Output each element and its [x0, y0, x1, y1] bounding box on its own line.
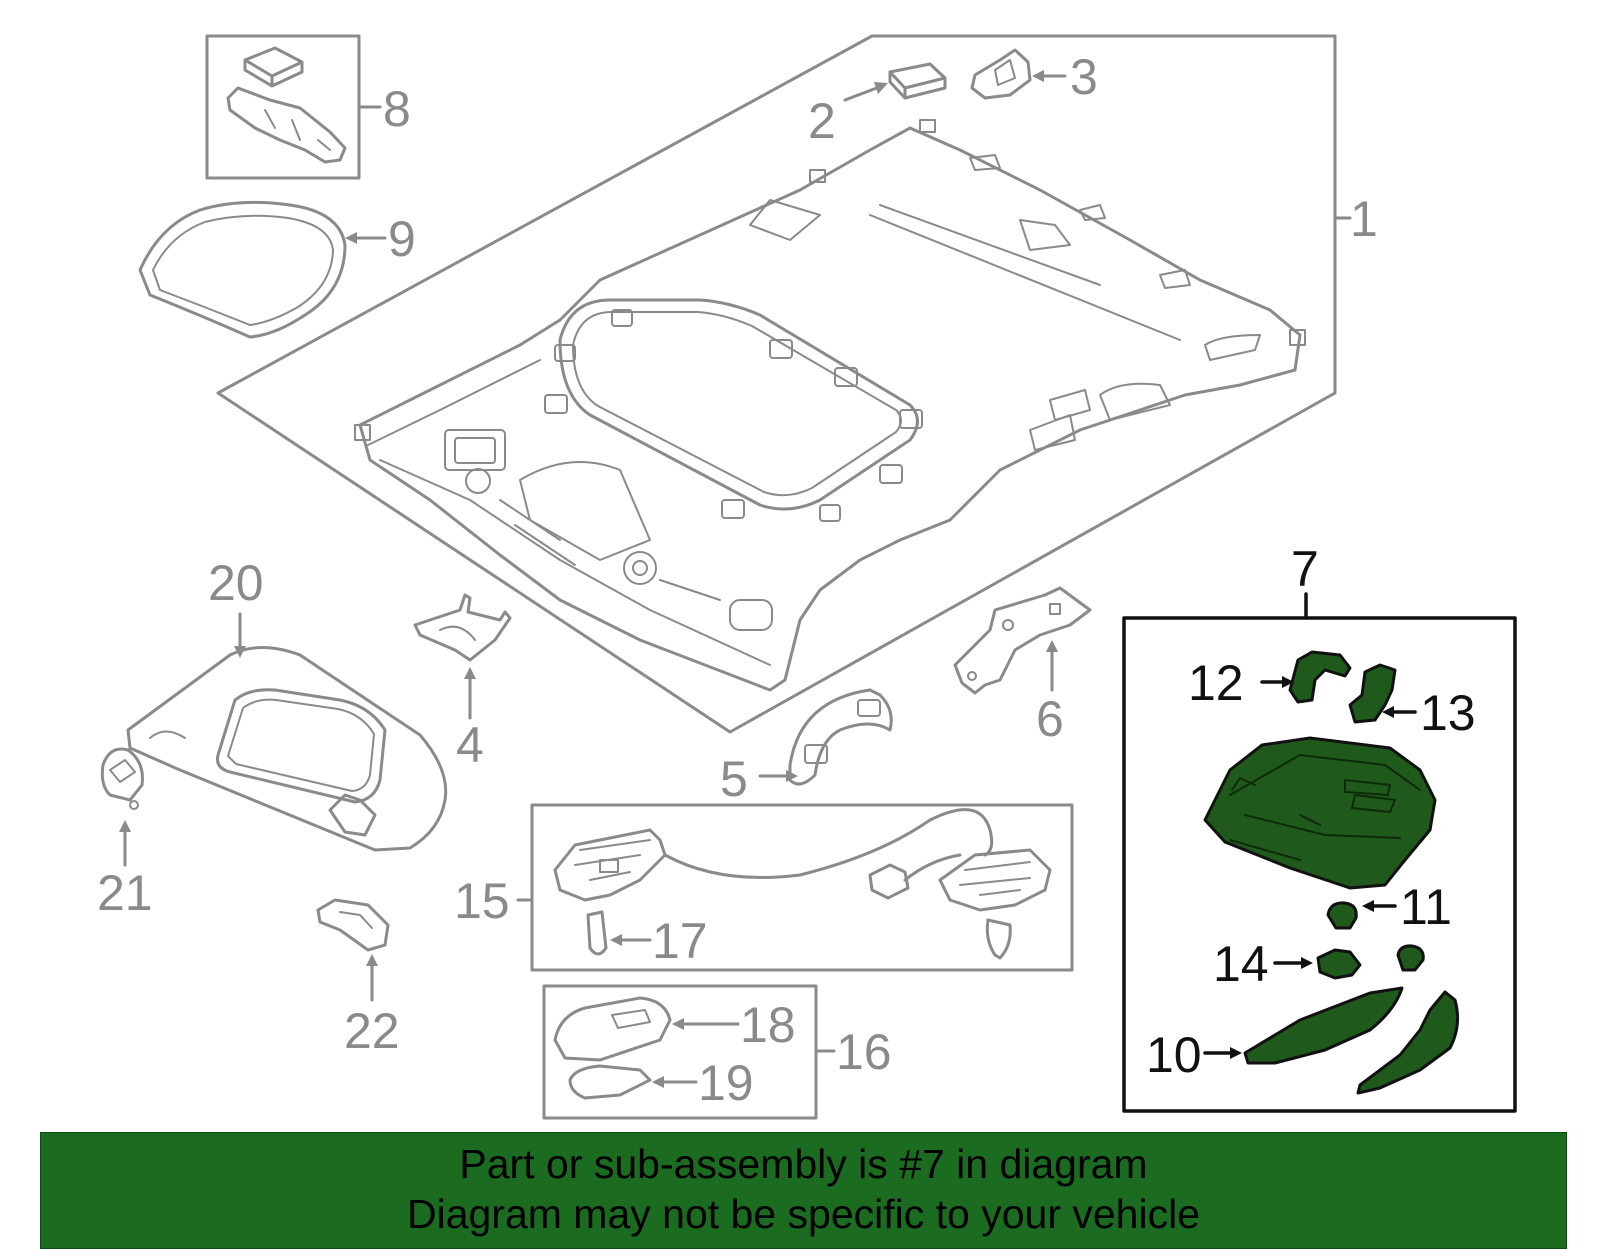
part-21-visor-clip[interactable]	[100, 747, 144, 810]
leader-lines	[119, 70, 1352, 1088]
callout-15: 15	[454, 873, 510, 929]
callout-13: 13	[1420, 685, 1476, 741]
info-banner: Part or sub-assembly is #7 in diagram Di…	[40, 1132, 1567, 1249]
banner-line-1: Part or sub-assembly is #7 in diagram	[459, 1141, 1148, 1187]
callout-6: 6	[1036, 691, 1064, 747]
callout-17: 17	[652, 913, 708, 969]
callout-4: 4	[456, 717, 484, 773]
callout-1: 1	[1350, 191, 1378, 247]
callout-5: 5	[720, 751, 748, 807]
leader-lines-part-7	[1203, 592, 1417, 1059]
callout-2: 2	[808, 93, 836, 149]
part-2-clip[interactable]	[888, 62, 947, 100]
callout-22: 22	[344, 1003, 400, 1059]
part-20-sun-visor[interactable]	[126, 646, 448, 852]
callout-16: 16	[836, 1024, 892, 1080]
part-15-box[interactable]	[530, 803, 1074, 972]
part-5-grab-handle[interactable]	[788, 688, 893, 786]
callout-3: 3	[1070, 49, 1098, 105]
banner-line-2: Diagram may not be specific to your vehi…	[406, 1191, 1200, 1237]
part-7-box[interactable]	[1122, 616, 1517, 1113]
part-1-headliner[interactable]	[216, 34, 1337, 734]
part-3-bracket[interactable]	[970, 48, 1032, 100]
callout-14: 14	[1213, 936, 1269, 992]
part-22-cover[interactable]	[316, 898, 390, 952]
callout-7: 7	[1291, 541, 1319, 597]
callout-19: 19	[698, 1055, 754, 1111]
callout-8: 8	[383, 81, 411, 137]
part-4-cover[interactable]	[413, 593, 512, 662]
callout-21: 21	[97, 865, 153, 921]
part-9-seal[interactable]	[138, 200, 347, 339]
part-6-bracket[interactable]	[953, 586, 1092, 695]
callout-20: 20	[208, 555, 264, 611]
callout-18: 18	[740, 997, 796, 1053]
callout-12: 12	[1188, 655, 1244, 711]
callout-11: 11	[1400, 879, 1452, 935]
callout-9: 9	[388, 211, 416, 267]
part-8-box[interactable]	[205, 34, 361, 180]
callout-10: 10	[1146, 1027, 1202, 1083]
